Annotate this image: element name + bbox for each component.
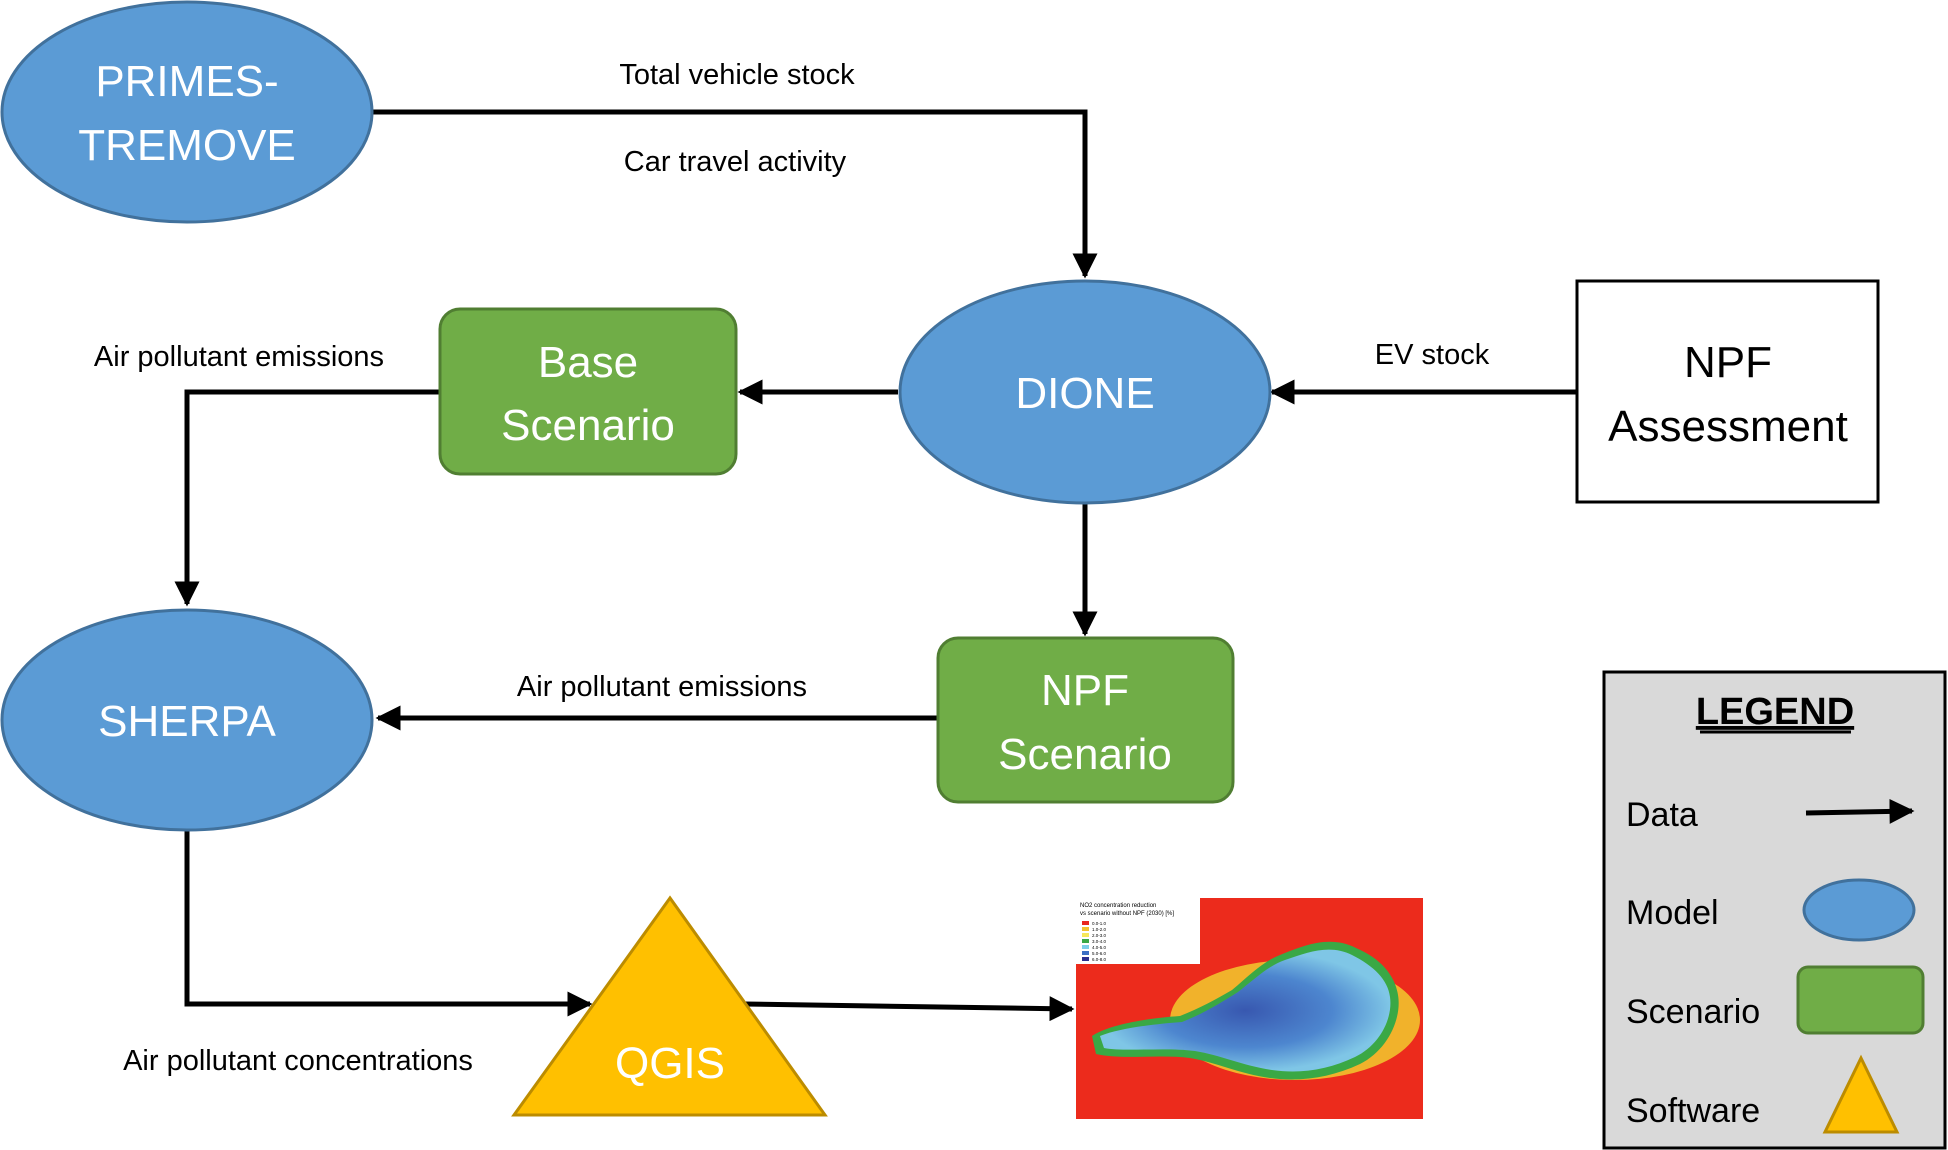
map-title-line2: vs scenario without NPF (2030) [%] — [1080, 911, 1174, 917]
software-triangle — [511, 895, 828, 1117]
primes-label-line2: TREMOVE — [78, 121, 296, 170]
label-air-pollutant-emissions-npf: Air pollutant emissions — [517, 671, 807, 703]
edge-primes-to-dione — [372, 109, 1098, 279]
edge-qgis-to-map — [744, 996, 1075, 1022]
sherpa-label: SHERPA — [98, 697, 276, 746]
node-dione: DIONE — [898, 279, 1272, 505]
map-legend-label: 0.0-1.0 — [1092, 921, 1107, 926]
scenario-box — [936, 636, 1235, 804]
legend-software-label: Software — [1626, 1092, 1760, 1130]
model-ellipse — [898, 279, 1272, 505]
map-legend-label: 3.0-4.0 — [1092, 939, 1107, 944]
npf-scenario-line1: NPF — [1041, 666, 1129, 715]
npf-assessment-line1: NPF — [1684, 338, 1772, 387]
map-legend-swatch — [1082, 945, 1089, 949]
map-country-core — [1100, 949, 1391, 1072]
node-qgis: QGIS — [511, 895, 828, 1117]
map-legend-swatch — [1082, 921, 1089, 925]
base-scenario-line1: Base — [538, 338, 638, 387]
legend-model-swatch — [1802, 878, 1916, 942]
primes-label-line1: PRIMES- — [95, 57, 278, 106]
edge-labels: Total vehicle stock Car travel activity … — [94, 59, 1490, 1077]
node-sherpa: SHERPA — [0, 608, 374, 832]
map-legend-panel — [1076, 898, 1200, 964]
label-ev-stock: EV stock — [1375, 339, 1490, 371]
map-top-strip — [1200, 898, 1423, 906]
scenario-box — [438, 307, 738, 476]
base-scenario-line2: Scenario — [501, 401, 675, 450]
legend-data-label: Data — [1626, 796, 1698, 834]
map-legend-swatch — [1082, 939, 1089, 943]
map-legend-items: 0.0-1.01.0-2.02.0-3.03.0-4.04.0-5.05.0-6… — [1082, 921, 1107, 962]
legend-software-swatch — [1822, 1054, 1900, 1134]
node-base-scenario: Base Scenario — [438, 307, 738, 476]
node-npf-assessment: NPF Assessment — [1575, 279, 1880, 504]
map-legend-label: 6.0-8.0 — [1092, 957, 1107, 962]
label-car-travel-activity: Car travel activity — [624, 146, 847, 178]
label-total-vehicle-stock: Total vehicle stock — [619, 59, 855, 91]
map-legend-swatch — [1082, 951, 1089, 955]
npf-assessment-line2: Assessment — [1608, 402, 1848, 451]
label-air-pollutant-concentrations: Air pollutant concentrations — [123, 1045, 473, 1077]
legend-data-arrow — [1805, 798, 1915, 824]
node-primes-tremove: PRIMES- TREMOVE — [0, 0, 374, 224]
map-legend-label: 4.0-5.0 — [1092, 945, 1107, 950]
model-ellipse — [0, 0, 374, 224]
map-legend-label: 1.0-2.0 — [1092, 927, 1107, 932]
legend-scenario-label: Scenario — [1626, 993, 1760, 1031]
edge-sherpa-to-qgis — [184, 830, 593, 1017]
connectors — [174, 109, 1576, 1022]
map-legend-label: 2.0-3.0 — [1092, 933, 1107, 938]
map-legend-swatch — [1082, 927, 1089, 931]
concentration-map: NO2 concentration reduction vs scenario … — [1076, 898, 1423, 1119]
qgis-label: QGIS — [615, 1039, 725, 1088]
label-air-pollutant-emissions-base: Air pollutant emissions — [94, 341, 384, 373]
map-title-line1: NO2 concentration reduction — [1080, 903, 1156, 909]
map-legend-swatch — [1082, 933, 1089, 937]
map-legend-swatch — [1082, 957, 1089, 961]
edge-base-scenario-to-sherpa — [174, 389, 440, 607]
model-ellipse — [0, 608, 374, 832]
npf-scenario-line2: Scenario — [998, 730, 1172, 779]
assessment-box — [1575, 279, 1880, 504]
legend-panel: LEGEND Data Model Scenario Software — [1602, 670, 1947, 1150]
legend-scenario-swatch — [1796, 965, 1925, 1035]
legend-title: LEGEND — [1696, 691, 1854, 733]
dione-label: DIONE — [1015, 369, 1154, 418]
node-npf-scenario: NPF Scenario — [936, 636, 1235, 804]
map-legend: NO2 concentration reduction vs scenario … — [1080, 903, 1174, 962]
map-legend-label: 5.0-6.0 — [1092, 951, 1107, 956]
legend-model-label: Model — [1626, 894, 1719, 932]
